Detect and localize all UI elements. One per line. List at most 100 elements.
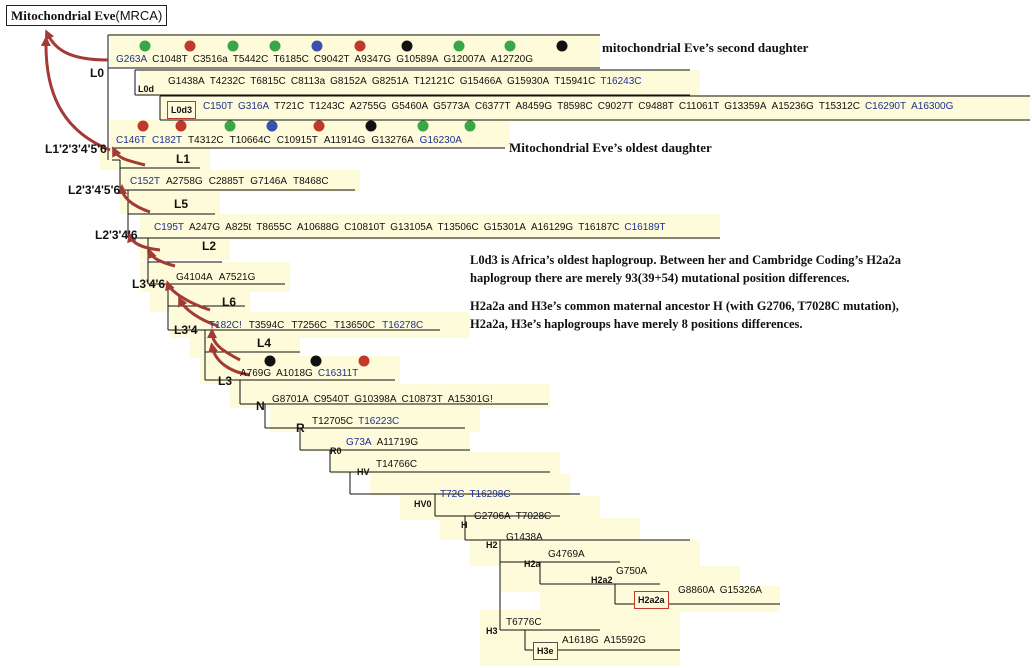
mutation-label: C9488T [638,101,674,112]
mutation-label: A16300G [911,101,954,112]
mutation-label: G8860A [678,585,715,596]
node-label-l3: L3 [218,374,233,388]
lineage-arrow [165,280,211,312]
annotation-second-daughter: mitochondrial Eve’s second daughter [602,40,809,55]
mutation-marker-black [310,355,322,367]
mutation-label: T14766C [376,459,418,470]
mutation-marker-red [358,355,370,367]
mutation-label: A16129G [530,222,574,233]
mutation-label: T13506C [437,222,479,233]
mutation-label: G2706A [474,511,511,522]
mutations-hv: T14766C [376,459,422,471]
mutation-label: G73A [346,437,372,448]
highlight-band [440,518,640,540]
node-label-l346: L3'4'6 [132,277,166,291]
mutation-label: C146T [116,135,147,146]
highlight-band [120,170,360,192]
mutation-label: G13105A [390,222,433,233]
lineage-arrow [40,36,111,152]
mutation-label: T6776C [506,617,542,628]
mutation-label: T15941C [554,76,596,87]
note-line-2: haplogroup there are merely 93(39+54) mu… [470,271,850,285]
mutation-label: C152T [130,176,161,187]
mutation-label: G4104A [176,272,213,283]
note-line-4: H2a2a, H3e’s haplogroups have merely 8 p… [470,317,803,331]
mutation-label: C10810T [344,222,386,233]
mutation-marker-green [227,40,239,52]
mutation-label: A247G [189,222,221,233]
mutation-label: G12007A [443,54,486,65]
mutation-label: T12121C [413,76,455,87]
lineage-arrow [208,342,251,377]
mutation-label: T16278C [382,320,424,331]
mutation-label: T12705C [312,416,354,427]
mutation-marker-green [269,40,281,52]
mutation-label: C8113a [290,76,326,87]
highlight-band [330,452,560,474]
mutation-label: G7146A [250,176,287,187]
highlight-band [120,192,220,214]
mutation-marker-red [175,120,187,132]
mutation-label: A7521G [218,272,256,283]
mutation-label: A10688G [296,222,340,233]
mutation-label: T6815C [250,76,286,87]
mutation-label: G5773A [433,101,470,112]
mutations-h2: G1438A [506,532,548,544]
mutation-label: A769G [240,368,272,379]
node-label-hv0: HV0 [414,499,432,509]
annotation-oldest-daughter: Mitochondrial Eve’s oldest daughter [509,140,712,155]
mutation-label: G13276A [371,135,414,146]
mutation-label: A8459G [515,101,553,112]
highlight-band [300,430,470,452]
node-label-h3: H3 [486,626,498,636]
mutation-label: C11061T [678,101,720,112]
node-label-r: R [296,421,305,435]
mutations-l346: G4104A A7521G [176,272,261,284]
mutations-h3: T6776C [506,617,547,629]
mutation-label: T5442C [232,54,269,65]
mutation-label: C16290T [864,101,907,112]
mutation-label: G15301A [483,222,526,233]
highlight-band [160,95,1030,121]
mutation-label: G16230A [419,135,462,146]
mutation-label: C9027T [597,101,634,112]
mutation-label: T1243C [309,101,345,112]
mutation-label: G1438A [168,76,205,87]
mutation-label: T8598C [557,101,593,112]
node-label-l1: L1 [176,152,191,166]
mutation-label: A11914G [323,135,366,146]
mutation-label: T8468C [293,176,329,187]
node-label-h2a: H2a [524,559,541,569]
mutation-label: G4769A [548,549,585,560]
root-title: Mitochondrial Eve(MRCA) [6,5,168,26]
mutation-label: T13650C [333,320,376,331]
highlight-band [170,312,470,338]
mutation-label: T72C [440,489,465,500]
lineage-arrow [147,248,176,268]
mutation-label: C6377T [474,101,511,112]
highlight-band [370,474,570,496]
mutation-label: G15466A [459,76,502,87]
mutation-marker-green [464,120,476,132]
mutation-marker-black [365,120,377,132]
mutation-label: G8701A [272,394,309,405]
mutation-label: A1018G [276,368,313,379]
mutation-label: T16187C [578,222,620,233]
node-label-l34: L3'4 [174,323,198,337]
mutation-marker-blue [266,120,278,132]
node-label-l0d: L0d [138,84,155,94]
highlight-band [140,240,230,260]
mutation-label: A12720G [490,54,533,65]
mutation-label: T16298C [469,489,511,500]
mutation-marker-green [224,120,236,132]
lineage-arrow [207,328,241,362]
mutation-label: C10915T [276,135,318,146]
